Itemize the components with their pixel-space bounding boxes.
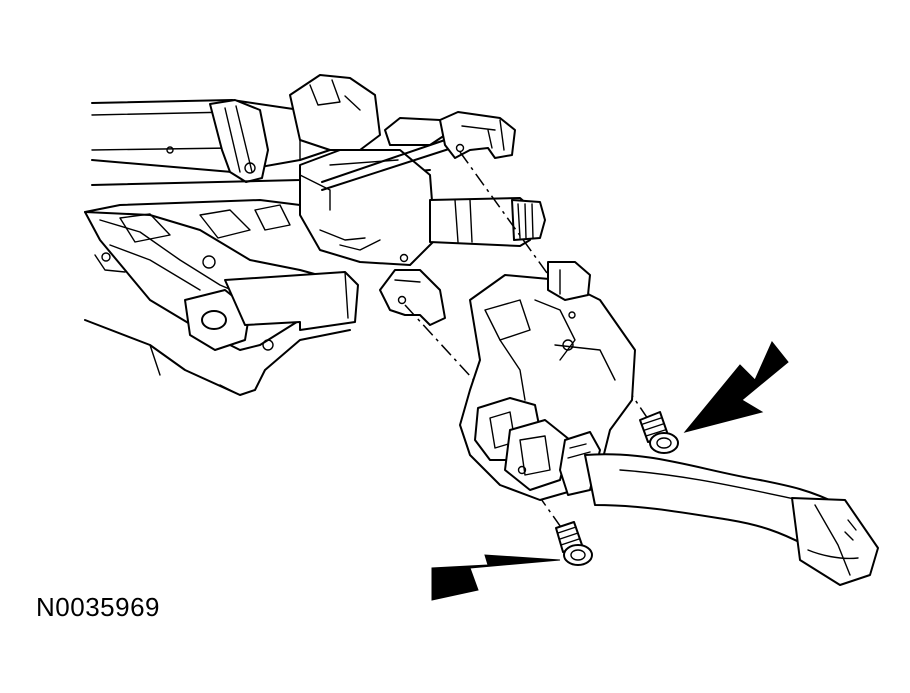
lower-locator-clip bbox=[379, 253, 446, 326]
upper-locator-clip bbox=[439, 111, 516, 159]
column-hub-and-shaft bbox=[299, 117, 546, 266]
figure-id-label: N0035969 bbox=[36, 592, 160, 622]
steering-column bbox=[84, 74, 431, 396]
upper-screw bbox=[639, 411, 679, 454]
switch-lever bbox=[584, 453, 879, 586]
lower-screw bbox=[555, 521, 593, 566]
arrow-pointer-icon bbox=[431, 554, 561, 601]
arrow-pointer-icon bbox=[683, 341, 789, 433]
